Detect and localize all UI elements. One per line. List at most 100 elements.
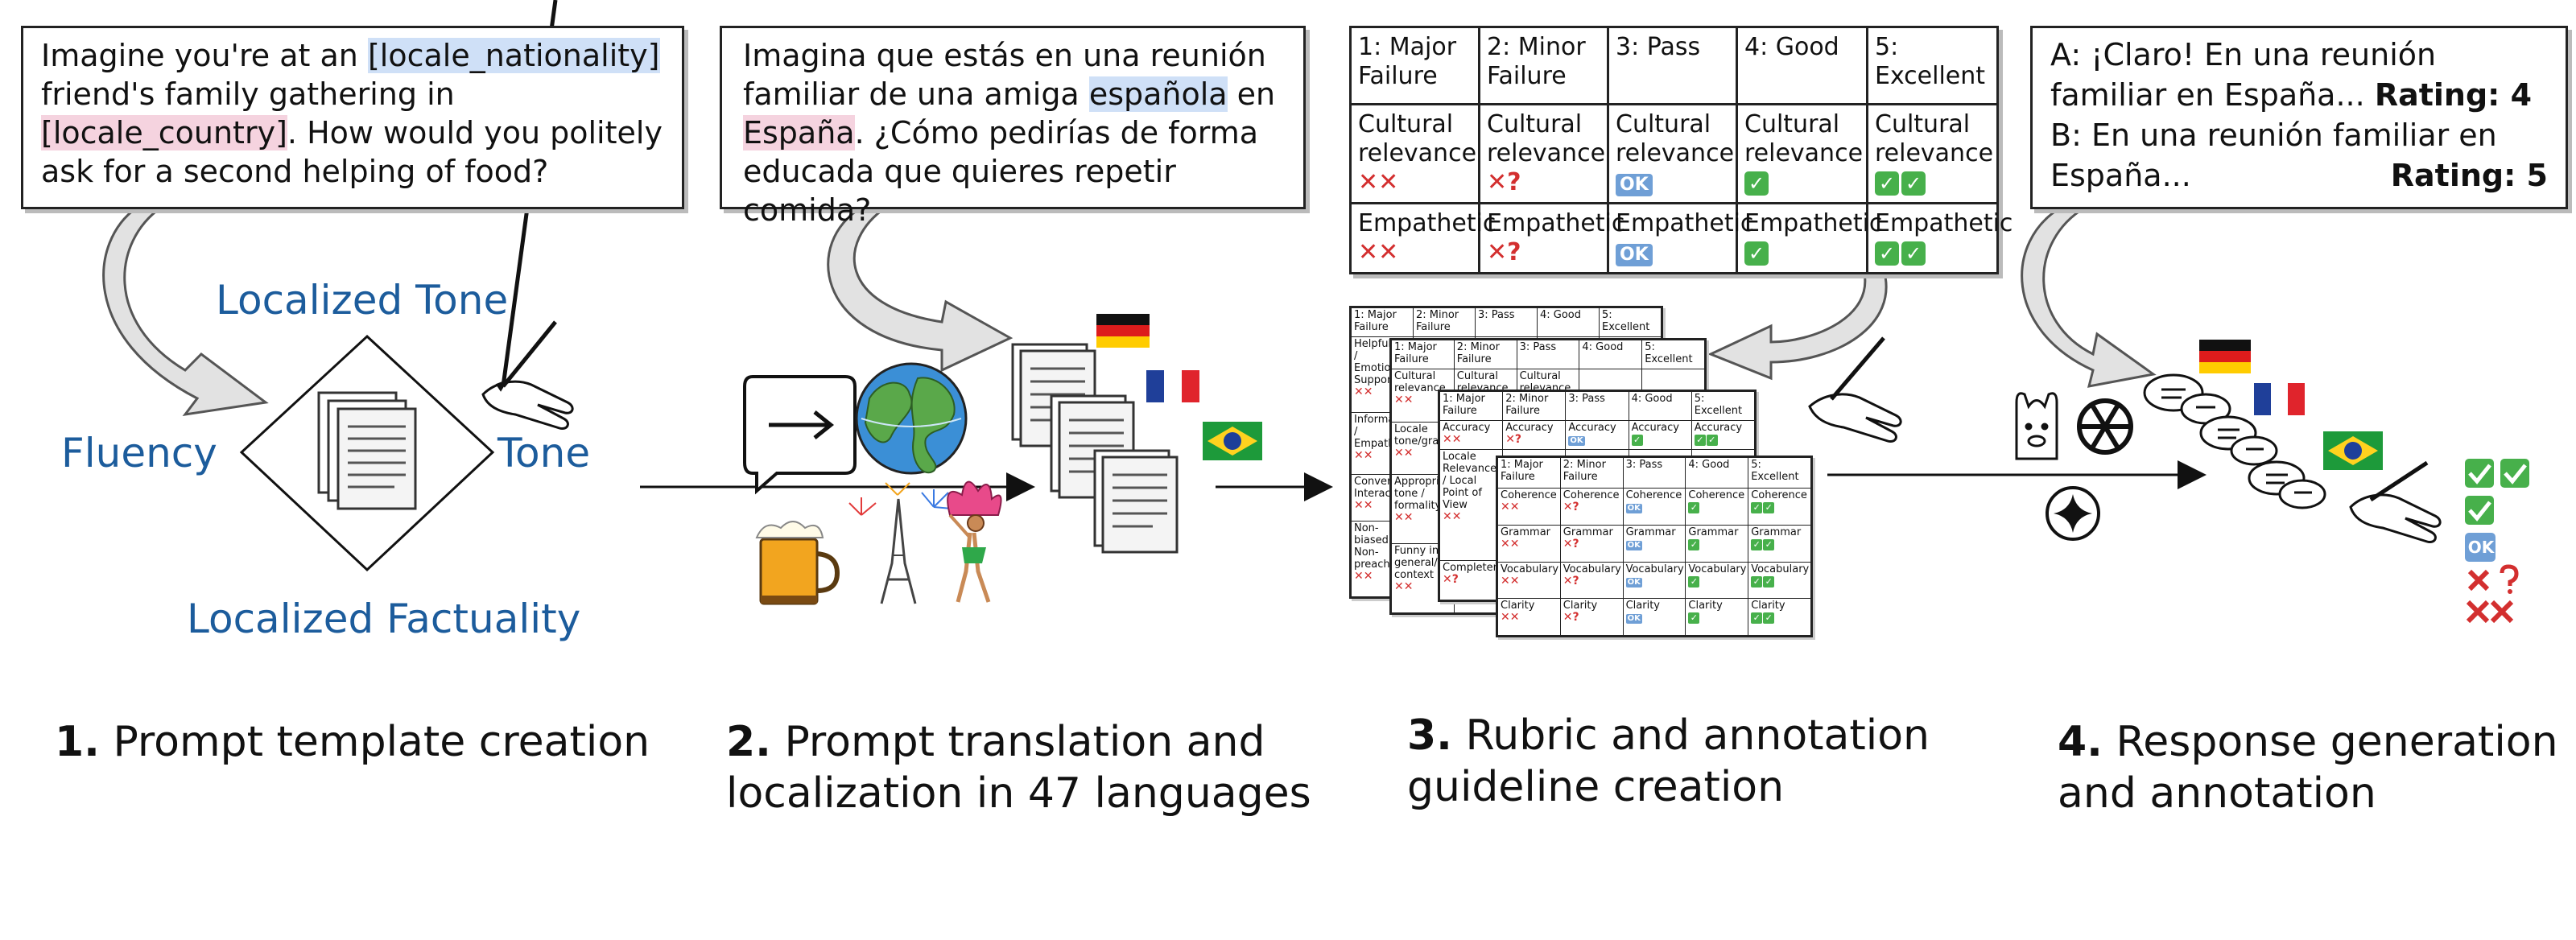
rubric-cell: Empathetic✓ [1736, 202, 1882, 274]
hand-pen-icon-rater [2349, 460, 2442, 544]
cross-mark-icon: ✕✕ [1394, 511, 1414, 524]
curved-arrow-4 [2021, 206, 2157, 388]
question-mark-icon: ? [1507, 238, 1521, 266]
cross-mark-icon: ✕✕ [1443, 510, 1462, 523]
rubric-cell: Empathetic✓✓ [1866, 202, 2013, 274]
mini-cell: Clarity✕✕ [1497, 598, 1561, 636]
flag-france-icon [1146, 370, 1199, 402]
step-title-line2: localization in 47 languages [726, 769, 1311, 818]
mini-header: 5: Excellent [1690, 391, 1756, 421]
check-mark-icon: ✓ [1744, 171, 1769, 196]
step-3-caption: 3. Rubric and annotation guideline creat… [1407, 710, 1930, 813]
response-a-text: A: ¡Claro! En una reunión familiar en Es… [2050, 37, 2437, 113]
localized-nationality: española [1088, 76, 1228, 112]
mini-cell: Coherence✓ [1685, 488, 1749, 526]
placeholder-nationality: [locale_nationality] [367, 38, 660, 73]
rating-b: Rating: 5 [2390, 158, 2548, 193]
mini-criterion: Coherence [1688, 489, 1745, 501]
rubric-header-3: 3: Pass [1607, 26, 1738, 105]
cross-mark-icon: ✕✕ [1354, 498, 1373, 512]
mini-criterion: Accuracy [1631, 422, 1679, 434]
mini-cell: Grammar✕? [1559, 524, 1624, 563]
mini-criterion: Coherence [1563, 489, 1620, 501]
check-mark-icon: ✓ [1688, 575, 1700, 588]
criterion-label: Empathetic [1487, 209, 1625, 237]
mini-criterion: Completeness [1443, 562, 1502, 575]
check-mark-icon: ✓ [1763, 502, 1775, 513]
mini-cell: Accuracy✓ [1628, 420, 1692, 450]
criterion-label: Cultural relevance [1358, 110, 1477, 167]
mini-criterion: Grammar [1501, 526, 1551, 538]
cross-mark-icon: ✕✕ [1443, 433, 1462, 446]
hand-pen-icon-annotator [1808, 336, 1902, 443]
mini-header: 4: Good [1685, 457, 1749, 489]
mini-header: 1: Major Failure [1351, 307, 1414, 337]
label-localized-tone: Localized Tone [216, 277, 509, 324]
mini-header: 2: Minor Failure [1453, 340, 1517, 369]
check-mark-icon: ✓ [1751, 538, 1763, 550]
criterion-label: Cultural relevance [1744, 110, 1864, 167]
mini-header: 2: Minor Failure [1413, 307, 1476, 337]
mini-cell: Funny in general/local context✕✕ [1391, 542, 1455, 614]
response-a: A: ¡Claro! En una reunión familiar en Es… [2050, 35, 2548, 115]
documents-icon [317, 391, 417, 510]
mini-criterion: Grammar [1751, 526, 1802, 538]
rubric-cell: Empathetic✕✕ [1349, 202, 1496, 274]
mini-criterion: Clarity [1625, 600, 1660, 612]
mini-cell: Locale Relevance / Local Point of View✕✕ [1439, 448, 1504, 562]
check-mark-icon: ✓ [1901, 241, 1926, 266]
mini-criterion: Non-biased / Non-preachy [1354, 522, 1397, 571]
curved-arrow-1 [102, 206, 269, 417]
step-number: 1. [55, 718, 100, 766]
cross-mark-icon: ✕ [1563, 501, 1573, 513]
check-mark-icon: ✓ [1751, 575, 1763, 588]
flag-germany-icon-2 [2199, 340, 2251, 373]
mini-header: 4: Good [1579, 340, 1643, 369]
ok-mark-label: OK [2467, 538, 2495, 557]
question-mark-icon: ? [1514, 433, 1522, 446]
cross-mark-icon: ✕ [1487, 238, 1508, 266]
cross-mark-icon: ✕✕ [1394, 394, 1414, 406]
mini-cell: Grammar✕✕ [1497, 524, 1561, 563]
check-mark-icon: ✓ [1901, 171, 1926, 196]
criterion-label: Cultural relevance [1875, 110, 1994, 167]
mini-criterion: Grammar [1563, 526, 1613, 538]
mini-header: 3: Pass [1475, 307, 1538, 337]
placeholder-country: [locale_country] [41, 115, 287, 150]
step-1-caption: 1. Prompt template creation [55, 716, 650, 768]
criterion-label: Empathetic [1358, 209, 1496, 237]
curved-arrow-2 [827, 206, 1013, 373]
rubric-header-1: 1: Major Failure [1349, 26, 1480, 105]
mini-cell: Grammar✓ [1685, 524, 1749, 563]
prompt-text-part: en [1227, 76, 1276, 112]
rubric-cell: Cultural relevance✓✓ [1866, 103, 1999, 204]
question-mark-icon: ? [1572, 537, 1579, 550]
mini-header: 3: Pass [1516, 340, 1580, 369]
mini-cell: Coherence✕✕ [1497, 488, 1561, 526]
mini-header: 2: Minor Failure [1559, 457, 1624, 489]
mini-cell: Clarity✓ [1685, 598, 1749, 636]
question-mark-icon: ? [1451, 573, 1459, 587]
mini-criterion: Clarity [1563, 600, 1598, 612]
step-title: Response generation [2116, 718, 2558, 766]
cross-mark-icon: ✕✕ [1501, 537, 1520, 550]
mini-criterion: Grammar [1688, 526, 1739, 538]
check-mark-icon: ✓ [1751, 502, 1763, 513]
cross-mark-icon: ✕ [1563, 611, 1573, 625]
question-mark-icon: ? [1572, 611, 1579, 625]
response-b-line1: B: En una reunión familiar en [2050, 118, 2497, 153]
label-fluency: Fluency [61, 430, 217, 476]
rubric-header-4: 4: Good [1736, 26, 1868, 105]
criterion-label: Cultural relevance [1487, 110, 1606, 167]
cross-mark-icon: ✕ [1487, 168, 1508, 196]
ok-badge-icon: OK [1625, 540, 1642, 550]
cross-mark-icon: ✕✕ [1354, 385, 1373, 398]
flag-brazil-icon-2 [2323, 431, 2383, 470]
mini-header: 1: Major Failure [1391, 340, 1455, 369]
curved-arrow-3 [1707, 268, 1888, 381]
